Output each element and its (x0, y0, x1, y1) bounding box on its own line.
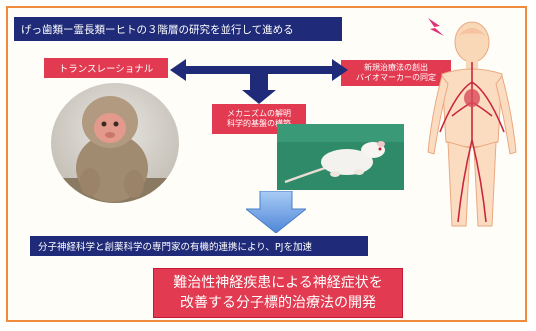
bottom-banner: 分子神経科学と創薬科学の専門家の有機的連携により、PJを加速 (30, 236, 368, 256)
new-treatment-line-2: バイオマーカーの同定 (356, 73, 436, 82)
monkey-photo (51, 83, 179, 203)
top-banner: げっ歯類ー霊長類ーヒトの３階層の研究を並行して進める (14, 17, 342, 41)
horizontal-double-arrow (170, 59, 348, 81)
bottom-banner-text: 分子神経科学と創薬科学の専門家の有機的連携により、PJを加速 (38, 242, 312, 253)
down-arrow-to-mechanism (242, 74, 276, 104)
rat-photo (277, 124, 404, 190)
top-banner-text: げっ歯類ー霊長類ーヒトの３階層の研究を並行して進める (21, 23, 294, 36)
double-arrow-with-down-arrow (170, 59, 348, 104)
human-body-illustration (427, 18, 517, 227)
goal-line-1: 難治性神経疾患による神経症状を (173, 275, 383, 291)
goal-line-2: 改善する分子標的治療法の開発 (180, 295, 376, 311)
translational-label: トランスレーショナル (44, 58, 168, 78)
new-treatment-label: 新規治療法の創出 バイオマーカーの同定 (341, 60, 451, 86)
translational-text: トランスレーショナル (58, 64, 154, 75)
blue-down-arrow (246, 191, 306, 233)
mechanism-line-2: 科学的基盤の構築 (227, 119, 291, 128)
goal-box: 難治性神経疾患による神経症状を 改善する分子標的治療法の開発 (153, 268, 403, 318)
lightning-icon (428, 18, 444, 36)
mechanism-line-1: メカニズムの解明 (227, 109, 291, 118)
new-treatment-line-1: 新規治療法の創出 (364, 63, 428, 72)
